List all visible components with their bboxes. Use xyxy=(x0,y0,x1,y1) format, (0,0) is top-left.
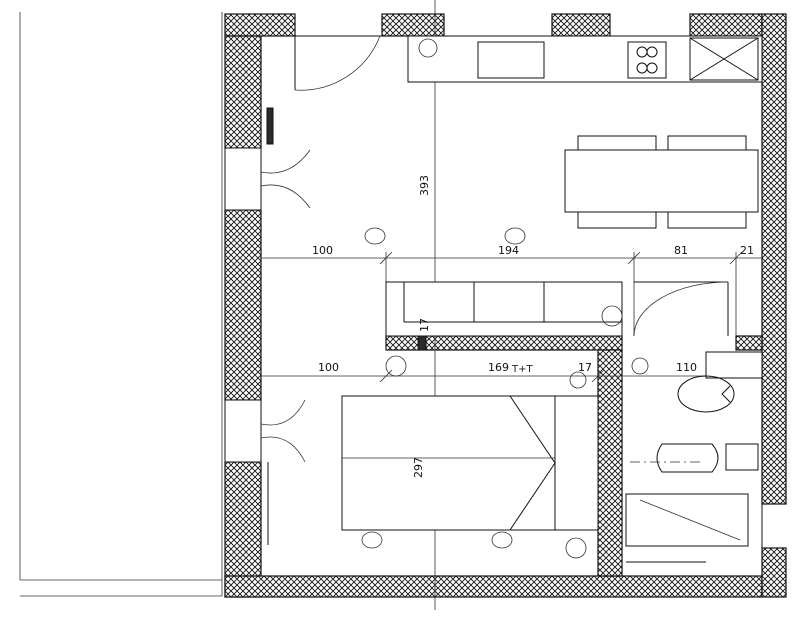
fixture-symbols xyxy=(385,38,649,559)
handwritten-mark: T+T xyxy=(511,364,533,375)
window-upper xyxy=(224,147,311,211)
dim-partition-lower: 17 xyxy=(578,361,592,374)
sofa xyxy=(385,281,623,337)
hall-door xyxy=(633,281,729,337)
window-lower xyxy=(224,399,306,463)
kitchen-counter xyxy=(407,35,763,83)
dining-table xyxy=(564,135,759,229)
terrace-outline xyxy=(19,12,223,597)
dim-side-gap: 21 xyxy=(740,244,754,257)
entry-door xyxy=(266,35,381,145)
dim-bedroom-height: 297 xyxy=(412,457,425,478)
dim-kitchen-width: 194 xyxy=(498,244,519,257)
dim-living-height: 393 xyxy=(418,175,431,196)
dim-hall-width: 81 xyxy=(674,244,688,257)
dimension-row-upper xyxy=(261,251,762,336)
dim-partition: 17 xyxy=(418,318,431,332)
bed xyxy=(341,395,599,531)
ceiling-lights xyxy=(361,227,526,549)
exterior-walls xyxy=(224,13,787,598)
dimension-row-lower xyxy=(261,369,762,383)
dim-bedroom-mid: 169 xyxy=(488,361,509,374)
dim-bath-width: 110 xyxy=(676,361,697,374)
partition-walls xyxy=(385,335,763,577)
bathroom xyxy=(625,351,763,563)
dim-bedroom-width: 100 xyxy=(318,361,339,374)
dim-living-width: 100 xyxy=(312,244,333,257)
